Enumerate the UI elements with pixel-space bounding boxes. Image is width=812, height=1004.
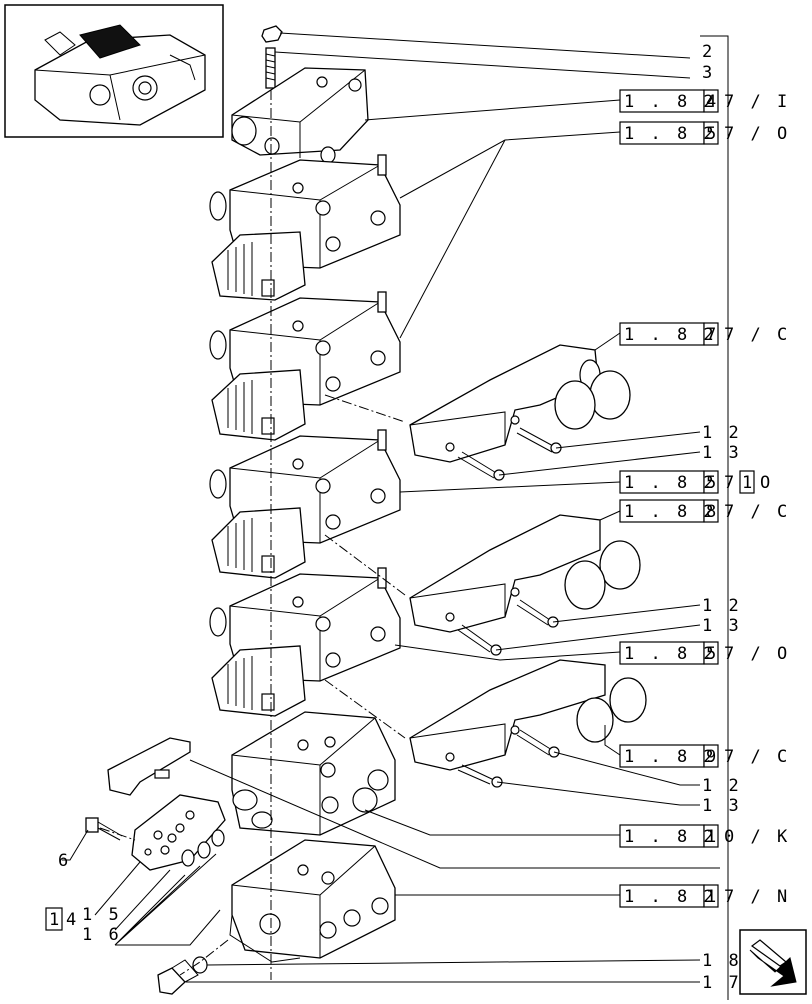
next-page-arrow-icon[interactable] — [739, 929, 807, 995]
cap-nut — [261, 25, 283, 43]
item-number-3: 3 — [702, 63, 715, 83]
coupler-elbow-1 — [409, 344, 631, 463]
ref-label-r6-tail: 7 / O — [724, 644, 790, 664]
item-number-2: 2 — [702, 42, 715, 62]
coupler-elbow-2 — [409, 514, 641, 633]
ref-label-r3-tail: 7 / C — [724, 325, 790, 345]
ref-label-r2-main: 1 . 8 2 — [624, 124, 717, 144]
flange-plate — [131, 794, 226, 871]
ref-label-r3-mid: 7 — [706, 325, 719, 345]
ref-label-r1-main: 1 . 8 2 — [624, 92, 717, 112]
ref-label-r2-tail: 7 / O — [724, 124, 790, 144]
ref-label-r4-boxed: 1 — [742, 473, 755, 493]
item-number-13c: 1 3 — [702, 796, 742, 816]
plug-17 — [157, 959, 199, 995]
ref-label-r4-mid: 5 — [706, 473, 719, 493]
ref-label-r7-mid: 9 — [706, 747, 719, 767]
ref-label-r5-main: 1 . 8 2 — [624, 502, 717, 522]
ref-label-r9-tail: 7 / N — [724, 887, 790, 907]
item-number-18: 1 8 — [702, 951, 742, 971]
spool-valve-section-2 — [209, 291, 401, 441]
ref-label-r7-main: 1 . 8 2 — [624, 747, 717, 767]
inlet-cover-block — [231, 67, 369, 164]
ref-label-r9-main: 1 . 8 2 — [624, 887, 717, 907]
spool-valve-section-4 — [209, 567, 401, 717]
ref-label-r4-tail: O — [760, 473, 773, 493]
item-number-12c: 1 2 — [702, 776, 742, 796]
ref-label-r8-mid: 1 — [706, 827, 719, 847]
item-number-14-boxed: 1 — [49, 910, 62, 930]
ref-label-r6-main: 1 . 8 2 — [624, 644, 717, 664]
ref-label-r1-tail: 7 / I — [724, 92, 790, 112]
ref-label-r8-main: 1 . 8 2 — [624, 827, 717, 847]
ref-label-r9-mid: 1 — [706, 887, 719, 907]
ref-label-r5-tail: 7 / C — [724, 502, 790, 522]
screw-12b — [516, 599, 559, 628]
mounting-bracket — [107, 737, 191, 796]
spool-valve-section-1 — [209, 154, 401, 301]
bolt-6 — [85, 817, 123, 841]
ref-label-r3-main: 1 . 8 2 — [624, 325, 717, 345]
valve-assembly-thumbnail[interactable] — [4, 4, 224, 138]
ref-label-r5-mid: 8 — [706, 502, 719, 522]
screw-13b — [457, 624, 502, 656]
item-number-17: 1 7 — [702, 973, 742, 993]
screw-12c — [516, 729, 560, 758]
item-number-13b: 1 3 — [702, 616, 742, 636]
ref-label-r4-seven: 7 — [724, 473, 737, 493]
coupler-elbow-3 — [409, 659, 647, 771]
item-number-13a: 1 3 — [702, 443, 742, 463]
item-number-12b: 1 2 — [702, 596, 742, 616]
screw-12a — [516, 427, 562, 454]
ref-label-r4-main: 1 . 8 2 — [624, 473, 717, 493]
spool-valve-section-3 — [209, 429, 401, 579]
item-number-16: 1 6 — [82, 925, 122, 945]
ref-label-r2-mid: 5 — [706, 124, 719, 144]
outlet-end-section — [229, 839, 396, 963]
item-number-15: 1 5 — [82, 905, 122, 925]
item-number-12a: 1 2 — [702, 423, 742, 443]
item-number-6: 6 — [58, 851, 71, 871]
ref-label-r7-tail: 7 / C — [724, 747, 790, 767]
ref-label-r8-tail: 0 / K — [724, 827, 790, 847]
screw-13c — [457, 764, 503, 788]
threaded-stud — [265, 47, 276, 89]
ref-label-r1-mid: 4 — [706, 92, 719, 112]
seal-rings — [181, 829, 225, 867]
control-valve-section — [231, 711, 396, 836]
ref-label-r6-mid: 5 — [706, 644, 719, 664]
item-number-14-tail: 4 — [66, 910, 79, 930]
